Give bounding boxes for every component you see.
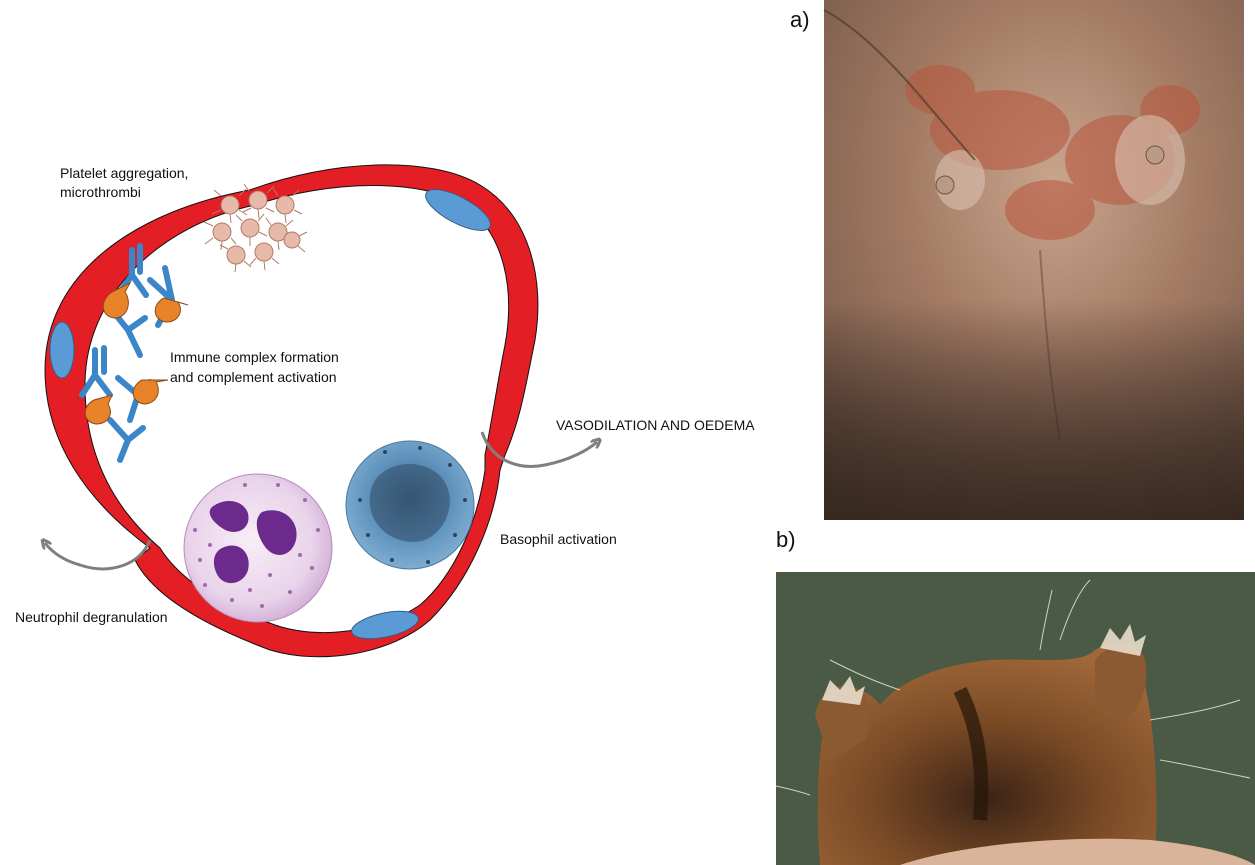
endothelial-nucleus (49, 321, 75, 379)
immune-label-line1: Immune complex formation (170, 349, 339, 365)
complement-protein (102, 281, 132, 319)
panel-a-label: a) (790, 7, 810, 32)
platelet (219, 244, 252, 273)
photo-b (775, 572, 1255, 865)
platelet (211, 188, 248, 224)
platelet (249, 242, 280, 271)
endothelial-nucleus (351, 610, 419, 640)
nipple (935, 175, 955, 195)
neutrophil-nucleus (209, 501, 249, 532)
neutrophil-label: Neutrophil degranulation (15, 609, 168, 625)
platelet-label-line1: Platelet aggregation, (60, 165, 188, 181)
platelet-label-line2: microthrombi (60, 184, 141, 200)
platelet-cluster (203, 183, 308, 273)
platelet (272, 187, 303, 224)
ear-tip-crust (1100, 624, 1146, 656)
neutrophil-nucleus (256, 510, 297, 555)
neutrophil-nucleus (213, 545, 249, 584)
basophil (345, 440, 475, 570)
platelet (235, 213, 268, 246)
vasodilation-label: VASODILATION AND OEDEMA (556, 417, 755, 433)
antibody (107, 417, 146, 463)
neutrophil (183, 473, 333, 623)
hand (900, 838, 1255, 865)
platelet (283, 231, 308, 253)
immune-label-line2: and complement activation (170, 369, 337, 385)
complement-protein (132, 379, 169, 405)
complement-protein (154, 297, 189, 323)
cat-ear (1095, 644, 1147, 720)
antibody (79, 345, 113, 398)
nipple (1145, 145, 1165, 165)
cat-ear (815, 686, 870, 760)
complement-protein (84, 394, 113, 425)
ear-tip-crust (822, 676, 865, 705)
basophil-label: Basophil activation (500, 531, 617, 547)
platelet (203, 221, 237, 251)
vasodilation-arrow (480, 431, 597, 468)
endothelial-nucleus (425, 189, 491, 231)
neutrophil-arrow (45, 540, 152, 571)
panel-b-label: b) (776, 527, 796, 552)
photo-a (823, 0, 1244, 520)
platelet (265, 217, 297, 251)
immune-complex (79, 243, 189, 463)
platelet (242, 183, 275, 219)
cat-head (817, 645, 1157, 865)
